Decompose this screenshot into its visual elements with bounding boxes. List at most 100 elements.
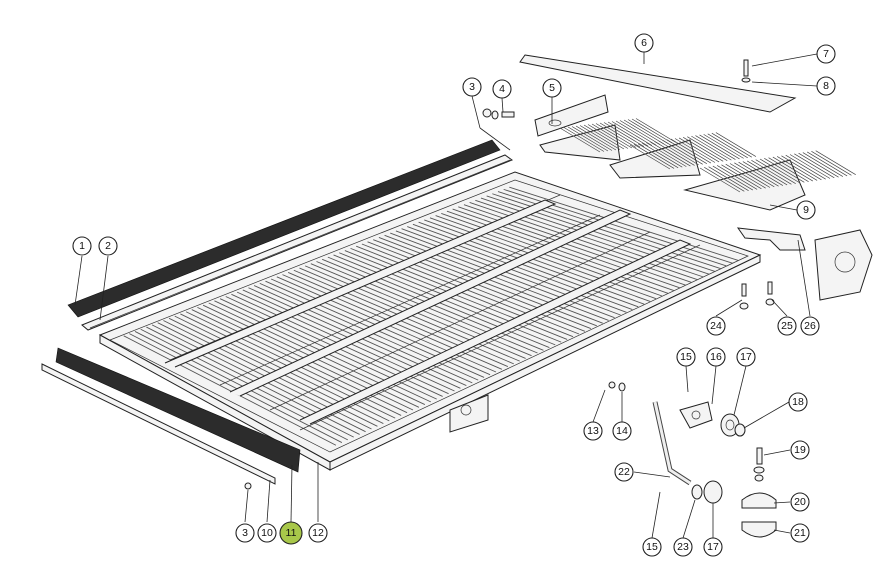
comb-tooth <box>806 151 848 177</box>
callout-11-highlighted[interactable]: 11 <box>279 521 303 545</box>
callout-13: 13 <box>583 421 603 441</box>
callout-20: 20 <box>790 492 810 512</box>
sieve-slat <box>429 217 657 300</box>
svg-text:10: 10 <box>261 527 273 539</box>
comb-tooth <box>711 132 752 158</box>
callout-3-bottom: 3 <box>235 523 255 543</box>
sieve-slat <box>418 221 645 305</box>
callout-25: 25 <box>777 316 797 336</box>
svg-text:23: 23 <box>677 541 689 553</box>
sieve-slat <box>401 228 627 313</box>
comb-tooth <box>666 139 707 164</box>
sieve-slat <box>452 208 680 289</box>
svg-text:9: 9 <box>803 204 809 216</box>
sieve-slat <box>361 243 586 332</box>
callout-8: 8 <box>816 76 836 96</box>
comb-tooth <box>716 165 758 190</box>
callout-17-top: 17 <box>736 347 756 367</box>
sieve-slat <box>435 215 663 297</box>
sieve-slat <box>384 234 609 321</box>
callout-15-bottom: 15 <box>642 537 662 557</box>
svg-text:13: 13 <box>587 425 599 437</box>
comb-tooth <box>603 122 645 147</box>
sieve-slat <box>463 204 692 283</box>
callout-6: 6 <box>634 33 654 53</box>
side-rail-left-top <box>67 139 514 331</box>
comb-tooth <box>674 138 716 163</box>
sieve-slat <box>446 210 675 291</box>
svg-text:18: 18 <box>792 396 804 408</box>
strip-6 <box>519 54 797 113</box>
svg-text:4: 4 <box>499 83 505 95</box>
callout-5: 5 <box>542 78 562 98</box>
comb-tooth <box>707 133 748 159</box>
callout-23: 23 <box>673 537 693 557</box>
callout-22: 22 <box>614 462 634 482</box>
comb-tooth <box>575 125 617 151</box>
comb-tooth <box>611 121 653 146</box>
callout-17-bottom: 17 <box>703 537 723 557</box>
comb-tooth <box>646 142 687 167</box>
svg-text:5: 5 <box>549 82 555 94</box>
svg-text:11: 11 <box>286 527 297 539</box>
comb-teeth <box>559 118 856 193</box>
comb-tooth <box>638 143 679 169</box>
svg-text:25: 25 <box>781 320 793 332</box>
comb-tooth <box>742 161 784 186</box>
callout-3: 3 <box>462 77 482 97</box>
svg-text:2: 2 <box>105 240 111 252</box>
comb-tooth <box>627 119 669 144</box>
callout-10: 10 <box>257 523 277 543</box>
comb-tooth <box>619 120 661 145</box>
comb-tooth <box>781 155 822 181</box>
sieve-slat <box>129 333 343 443</box>
svg-text:12: 12 <box>312 527 324 539</box>
comb-tooth <box>583 124 625 150</box>
sieve-slat <box>395 230 621 316</box>
svg-text:19: 19 <box>794 444 806 456</box>
comb-tooth <box>738 161 779 187</box>
sieve-slat <box>407 226 633 310</box>
comb-tooth <box>703 134 744 159</box>
comb-tooth <box>704 167 745 192</box>
comb-tooth <box>768 157 809 183</box>
comb-tooth <box>571 126 613 151</box>
comb-tooth <box>699 167 741 193</box>
svg-text:1: 1 <box>79 240 85 252</box>
bracket-26 <box>736 227 873 301</box>
comb-tooth <box>623 119 665 145</box>
comb-tooth <box>683 137 724 162</box>
sieve-slat <box>367 241 592 329</box>
svg-text:14: 14 <box>616 425 628 437</box>
callout-18: 18 <box>788 392 808 412</box>
comb-tooth <box>759 158 801 184</box>
svg-text:6: 6 <box>641 37 647 49</box>
comb-tooth <box>734 162 775 188</box>
comb-tooth <box>708 166 749 192</box>
comb-tooth <box>591 123 633 149</box>
sieve-slat <box>123 335 337 446</box>
svg-text:24: 24 <box>710 320 722 332</box>
callout-15-top: 15 <box>676 347 696 367</box>
comb-tooth <box>729 163 771 188</box>
comb-tooth <box>772 156 814 182</box>
comb-tooth <box>715 132 757 157</box>
callout-7: 7 <box>816 44 836 64</box>
callout-21: 21 <box>790 523 810 543</box>
comb-tooth <box>587 124 629 149</box>
cover-plate-5 <box>534 94 609 137</box>
callout-9: 9 <box>796 200 816 220</box>
comb-tooth <box>764 158 805 183</box>
svg-text:3: 3 <box>242 527 248 539</box>
crank-shaft-22 <box>652 401 692 486</box>
front-rail <box>41 347 301 485</box>
sieve-dividers <box>164 194 701 431</box>
sieve-slats <box>123 186 740 446</box>
sieve-slat <box>390 232 615 319</box>
callout-1: 1 <box>72 236 92 256</box>
comb-tooth <box>695 135 736 160</box>
comb-tooth <box>776 156 818 181</box>
sieve-slat <box>441 212 669 294</box>
comb-tooth <box>650 141 691 167</box>
